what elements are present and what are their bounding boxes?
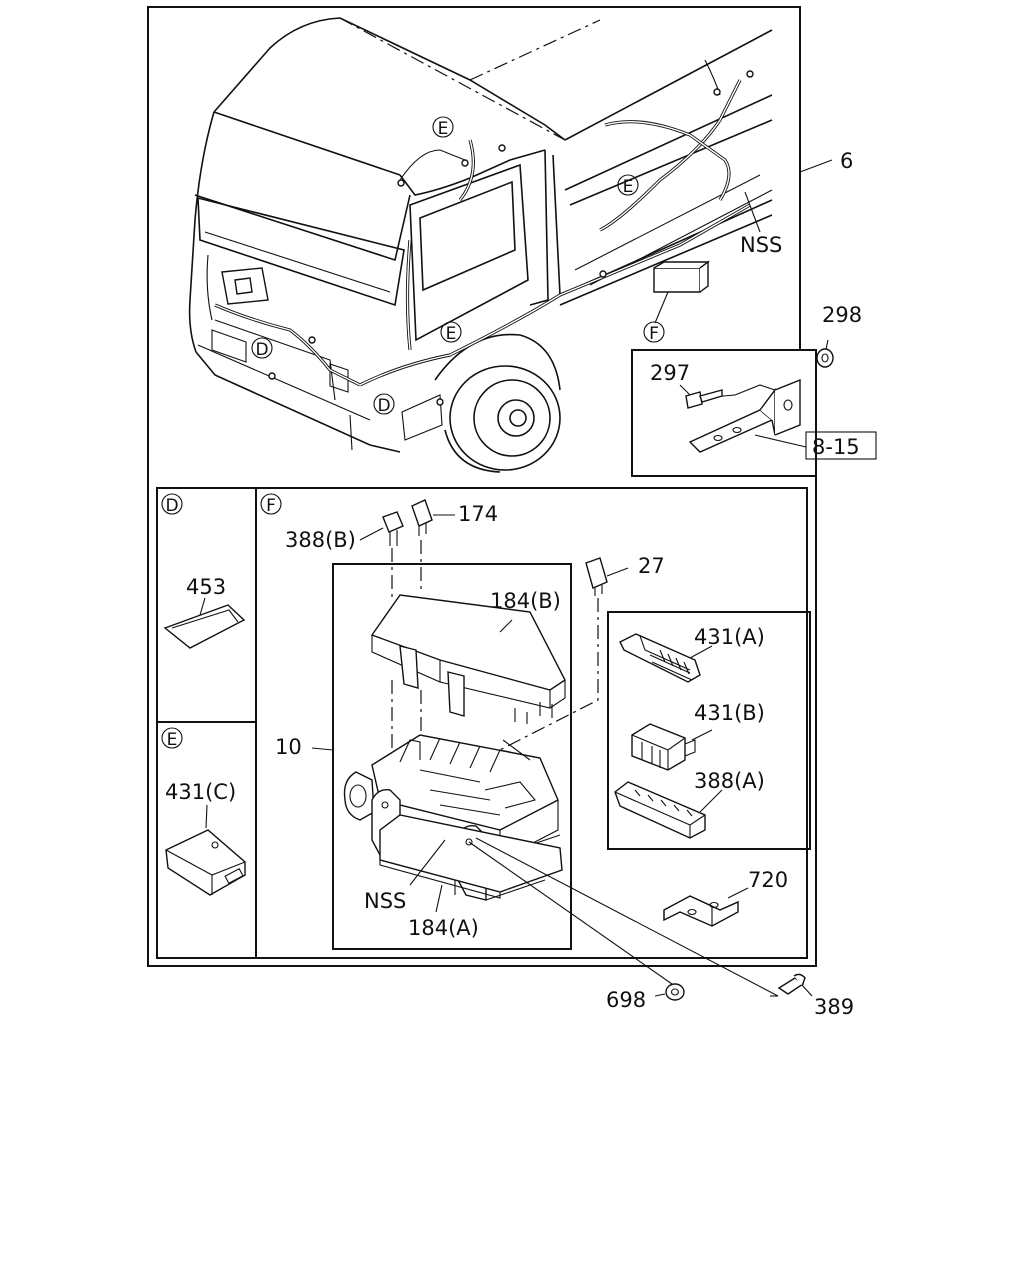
label-174: 174 [458, 502, 498, 526]
marker-f-1: F [649, 324, 659, 344]
label-nss-box: NSS [364, 889, 406, 913]
label-8-15: 8-15 [812, 435, 860, 459]
label-27: 27 [638, 554, 665, 578]
label-388a: 388(A) [694, 769, 765, 793]
connector-subpanel [614, 633, 723, 839]
bracket-720 [663, 887, 749, 927]
marker-e-1: E [438, 119, 449, 139]
marker-circles: E E E D D F [251, 116, 665, 416]
marker-e-2: E [623, 177, 634, 197]
marker-d-2: D [377, 396, 390, 416]
label-388b: 388(B) [285, 528, 356, 552]
label-453: 453 [186, 575, 226, 599]
panel-f-label: F [266, 496, 276, 516]
truck-illustration [188, 17, 833, 473]
panel-d: D [161, 493, 246, 649]
fasteners [654, 973, 813, 1001]
label-431a: 431(A) [694, 625, 765, 649]
label-184a: 184(A) [408, 916, 479, 940]
label-431c: 431(C) [165, 780, 236, 804]
label-184b: 184(B) [490, 589, 561, 613]
label-298: 298 [822, 303, 862, 327]
diagram-frames [147, 6, 817, 967]
marker-e-3: E [446, 324, 457, 344]
panel-f: F [260, 493, 779, 997]
label-698: 698 [606, 988, 646, 1012]
label-10: 10 [275, 735, 302, 759]
label-389: 389 [814, 995, 854, 1019]
callout-labels: 6 NSS 298 297 8-15 174 388(B) 27 184(B) … [165, 149, 862, 1019]
panel-d-label: D [165, 496, 178, 516]
marker-d-1: D [255, 340, 268, 360]
label-297: 297 [650, 361, 690, 385]
label-6: 6 [840, 149, 853, 173]
bracket-inset [679, 339, 877, 460]
label-431b: 431(B) [694, 701, 765, 725]
panel-e: E [161, 727, 246, 896]
label-720: 720 [748, 868, 788, 892]
label-nss-top: NSS [740, 233, 782, 257]
panel-e-label: E [167, 730, 178, 750]
